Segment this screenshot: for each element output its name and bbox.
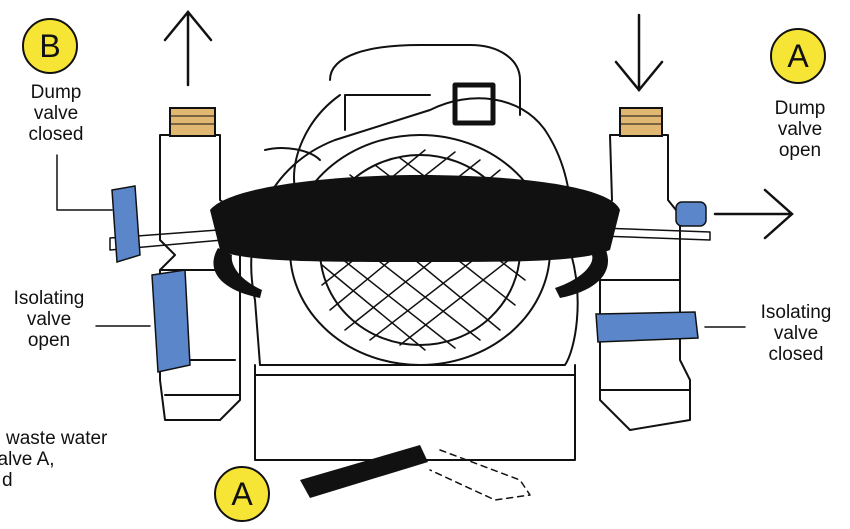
label-line: valve bbox=[777, 119, 823, 140]
note-line: d bbox=[2, 470, 13, 491]
badge-b: B bbox=[22, 18, 78, 74]
cutoff-note: waste water valve A, d bbox=[0, 428, 108, 491]
pump-base bbox=[254, 364, 576, 461]
label-line: open bbox=[27, 330, 71, 351]
label-isolating-valve-open: Isolating valve open bbox=[0, 288, 98, 351]
label-line: Dump bbox=[774, 98, 826, 119]
strap-band bbox=[210, 175, 620, 262]
label-line: valve bbox=[26, 309, 72, 330]
arrow-up-icon bbox=[163, 10, 213, 87]
label-line: valve bbox=[773, 323, 819, 344]
lever-solid bbox=[300, 445, 428, 498]
strap-right-tail bbox=[555, 248, 608, 298]
label-line: Isolating bbox=[13, 288, 85, 309]
badge-a-top: A bbox=[770, 28, 826, 84]
brass-cap-right bbox=[619, 107, 663, 137]
label-line: Isolating bbox=[760, 302, 832, 323]
label-line: closed bbox=[28, 124, 84, 145]
label-line: open bbox=[778, 140, 822, 161]
label-line: closed bbox=[768, 344, 824, 365]
right-pipe bbox=[599, 134, 691, 431]
brass-cap-left bbox=[169, 107, 216, 137]
badge-a-bottom: A bbox=[214, 466, 270, 522]
leader-dump-closed bbox=[56, 154, 113, 211]
motor-square bbox=[452, 82, 496, 126]
label-isolating-valve-closed: Isolating valve closed bbox=[746, 302, 846, 365]
isolating-valve-closed-handle bbox=[595, 311, 699, 343]
arrow-down-icon bbox=[614, 13, 664, 92]
arrow-right-icon bbox=[713, 188, 794, 240]
left-pipe bbox=[159, 134, 241, 421]
label-line: Dump bbox=[30, 82, 82, 103]
label-dump-valve-closed: Dump valve closed bbox=[14, 82, 98, 145]
motor-top-cap bbox=[329, 44, 521, 116]
note-line: valve A, bbox=[0, 449, 55, 470]
dump-valve-open-handle bbox=[675, 201, 707, 227]
label-dump-valve-open: Dump valve open bbox=[758, 98, 842, 161]
dump-valve-closed-handle bbox=[111, 185, 141, 263]
motor-housing bbox=[250, 97, 579, 366]
isolating-valve-open-handle bbox=[151, 269, 191, 373]
label-line: valve bbox=[33, 103, 79, 124]
strap-left-tail bbox=[213, 248, 262, 298]
note-line: waste water bbox=[6, 428, 108, 449]
lever-dashed bbox=[429, 449, 531, 501]
